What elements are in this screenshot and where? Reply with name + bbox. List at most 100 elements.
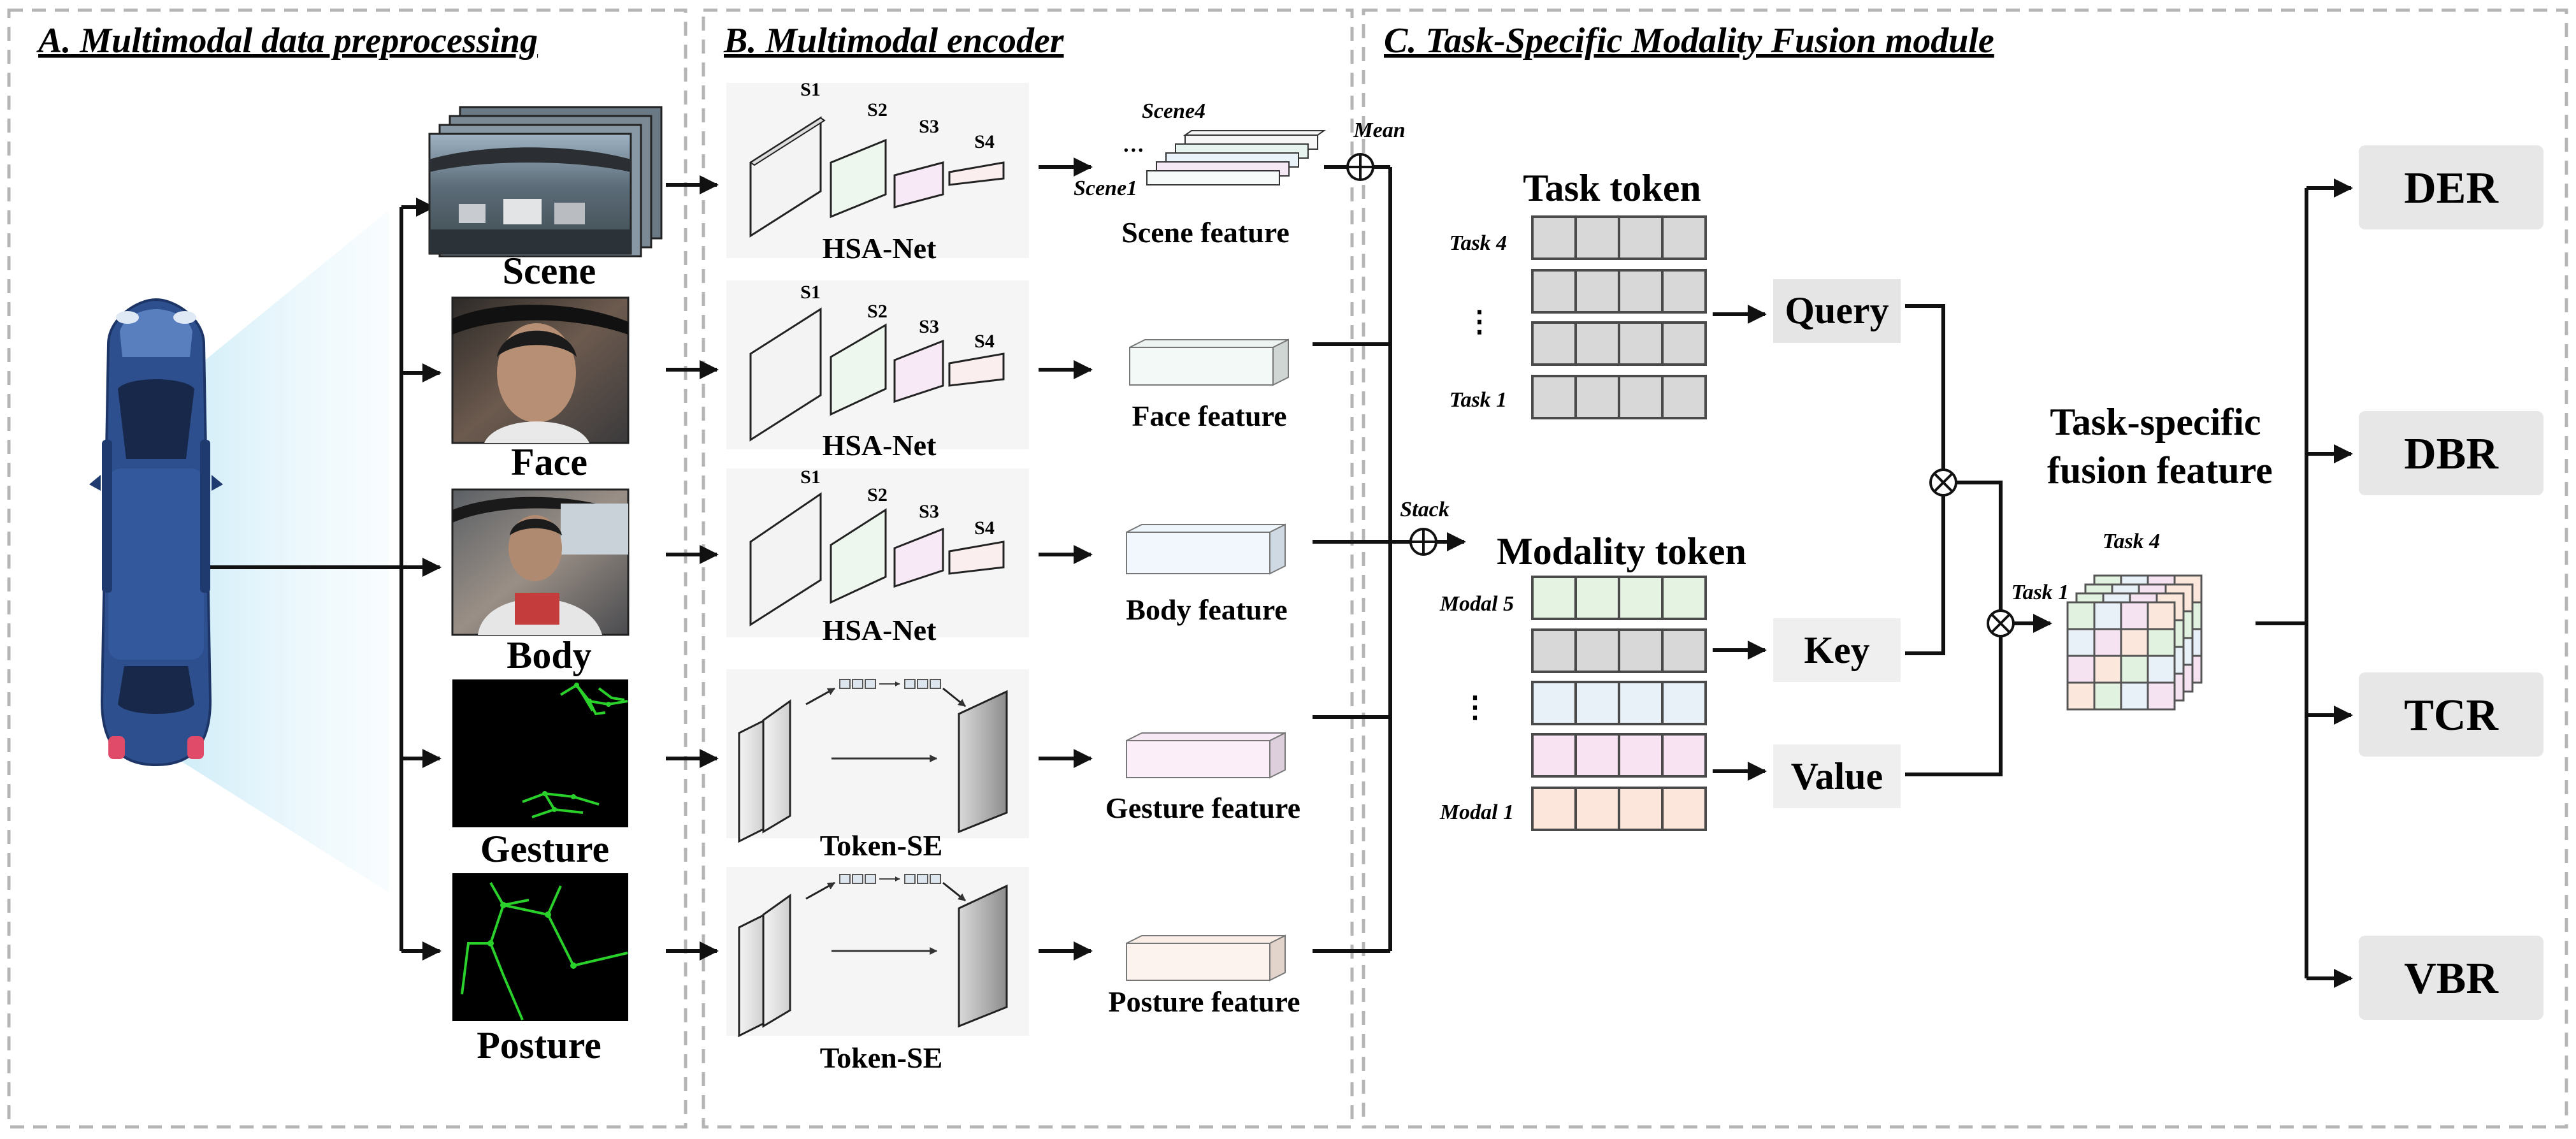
task-token-row (1531, 321, 1707, 366)
token-cell (1661, 215, 1707, 260)
fusion-feature-stack (2066, 574, 2203, 711)
token-cell (1661, 733, 1707, 778)
feature-label-posture: Posture feature (1108, 985, 1300, 1018)
feature-label-gesture: Gesture feature (1105, 792, 1300, 824)
token-cell (1661, 576, 1707, 620)
token-cell (1574, 375, 1620, 419)
stage-label: S4 (974, 518, 995, 539)
fusion-cell (2120, 601, 2149, 630)
encoder-to-feature-arrows (1039, 157, 1093, 961)
token-cell (1531, 269, 1577, 314)
stage-label: S3 (919, 316, 939, 337)
feature-bar-gesture (1126, 732, 1286, 779)
fusion-cell (2093, 601, 2122, 630)
output-label-tcr: TCR (2404, 691, 2499, 740)
posture-image (452, 873, 628, 1021)
token-cell (1531, 787, 1577, 831)
token-se-encoder-posture (726, 867, 1029, 1038)
scene-image-stack (428, 106, 663, 258)
modality-token-row (1531, 576, 1707, 620)
hsa-net-encoder-scene: S1 S2 S3 S4 (726, 79, 1029, 258)
key-box (1773, 618, 1901, 682)
token-cell (1661, 628, 1707, 673)
gesture-image (452, 679, 628, 827)
key-label: Key (1804, 629, 1869, 671)
scene-stack-bottom-label: Scene1 (1074, 177, 1137, 200)
token-cell (1661, 681, 1707, 725)
modality-token-row (1531, 733, 1707, 778)
value-box (1773, 744, 1901, 808)
fusion-feature-title-line1: Task-specific (2050, 401, 2261, 443)
input-branch-lines (210, 198, 442, 961)
modal-bottom-label: Modal 1 (1439, 801, 1514, 824)
output-box-tcr (2359, 672, 2544, 757)
token-cell (1531, 576, 1577, 620)
modality-token-row (1531, 628, 1707, 673)
token-cell (1574, 269, 1620, 314)
task-token-row (1531, 269, 1707, 314)
input-to-encoder-arrows (666, 175, 719, 961)
task-top-label: Task 4 (1450, 231, 1507, 255)
modal-vdots: ⋮ (1460, 691, 1490, 723)
section-b-frame (702, 8, 1354, 1129)
value-label: Value (1791, 755, 1883, 797)
feature-bar-posture (1126, 934, 1286, 982)
stage-label: S2 (867, 301, 888, 322)
task-token-title: Task token (1523, 167, 1701, 209)
input-label-posture: Posture (477, 1024, 601, 1066)
fusion-cell (2147, 681, 2176, 711)
output-box-dbr (2359, 411, 2544, 495)
feature-label-face: Face feature (1132, 400, 1286, 432)
token-cell (1661, 269, 1707, 314)
feature-label-body: Body feature (1126, 593, 1287, 626)
task-token-grid (1531, 215, 1707, 419)
token-cell (1574, 628, 1620, 673)
scene-stack-top-label: Scene4 (1142, 99, 1205, 123)
fusion-cell (2120, 655, 2149, 684)
task-token-row (1531, 215, 1707, 260)
token-cell (1661, 787, 1707, 831)
token-cell (1574, 681, 1620, 725)
token-cell (1574, 733, 1620, 778)
token-cell (1618, 215, 1664, 260)
hsa-net-encoder-face: S1 S2 S3 S4 (726, 280, 1029, 449)
fusion-cell (2120, 628, 2149, 657)
fusion-flow-lines (1713, 178, 2353, 988)
token-cell (1618, 681, 1664, 725)
stage-label: S1 (800, 79, 821, 100)
fusion-cell (2066, 628, 2096, 657)
fusion-cell (2147, 601, 2176, 630)
stage-label: S2 (867, 484, 888, 505)
stage-label: S3 (919, 501, 939, 522)
fusion-cell (2066, 655, 2096, 684)
scene-feature-stack (1146, 130, 1327, 185)
fusion-cell (2147, 655, 2176, 684)
task-bottom-label: Task 1 (1450, 388, 1507, 412)
token-cell (1618, 375, 1664, 419)
fusion-task-top-label: Task 4 (2103, 530, 2160, 553)
scene-stack-dots: … (1123, 133, 1145, 157)
face-image (451, 296, 630, 444)
feature-label-scene: Scene feature (1121, 216, 1290, 249)
input-label-body: Body (507, 634, 591, 676)
section-a-title: A. Multimodal data preprocessing (36, 21, 538, 61)
token-cell (1574, 215, 1620, 260)
input-label-gesture: Gesture (480, 828, 609, 870)
stack-op-icon (1409, 528, 1437, 556)
stage-label: S4 (974, 331, 995, 352)
modality-token-grid (1531, 576, 1707, 831)
feature-bar-body (1126, 523, 1286, 575)
encoder-name: Token-SE (820, 1041, 943, 1074)
modality-token-row (1531, 681, 1707, 725)
token-cell (1661, 375, 1707, 419)
task-token-row (1531, 375, 1707, 419)
token-se-encoder-gesture (726, 669, 1029, 843)
encoder-name: HSA-Net (823, 614, 937, 646)
output-box-vbr (2359, 936, 2544, 1020)
token-cell (1531, 628, 1577, 673)
token-cell (1618, 628, 1664, 673)
token-cell (1574, 321, 1620, 366)
stage-label: S4 (974, 131, 995, 152)
input-label-scene: Scene (503, 250, 596, 292)
